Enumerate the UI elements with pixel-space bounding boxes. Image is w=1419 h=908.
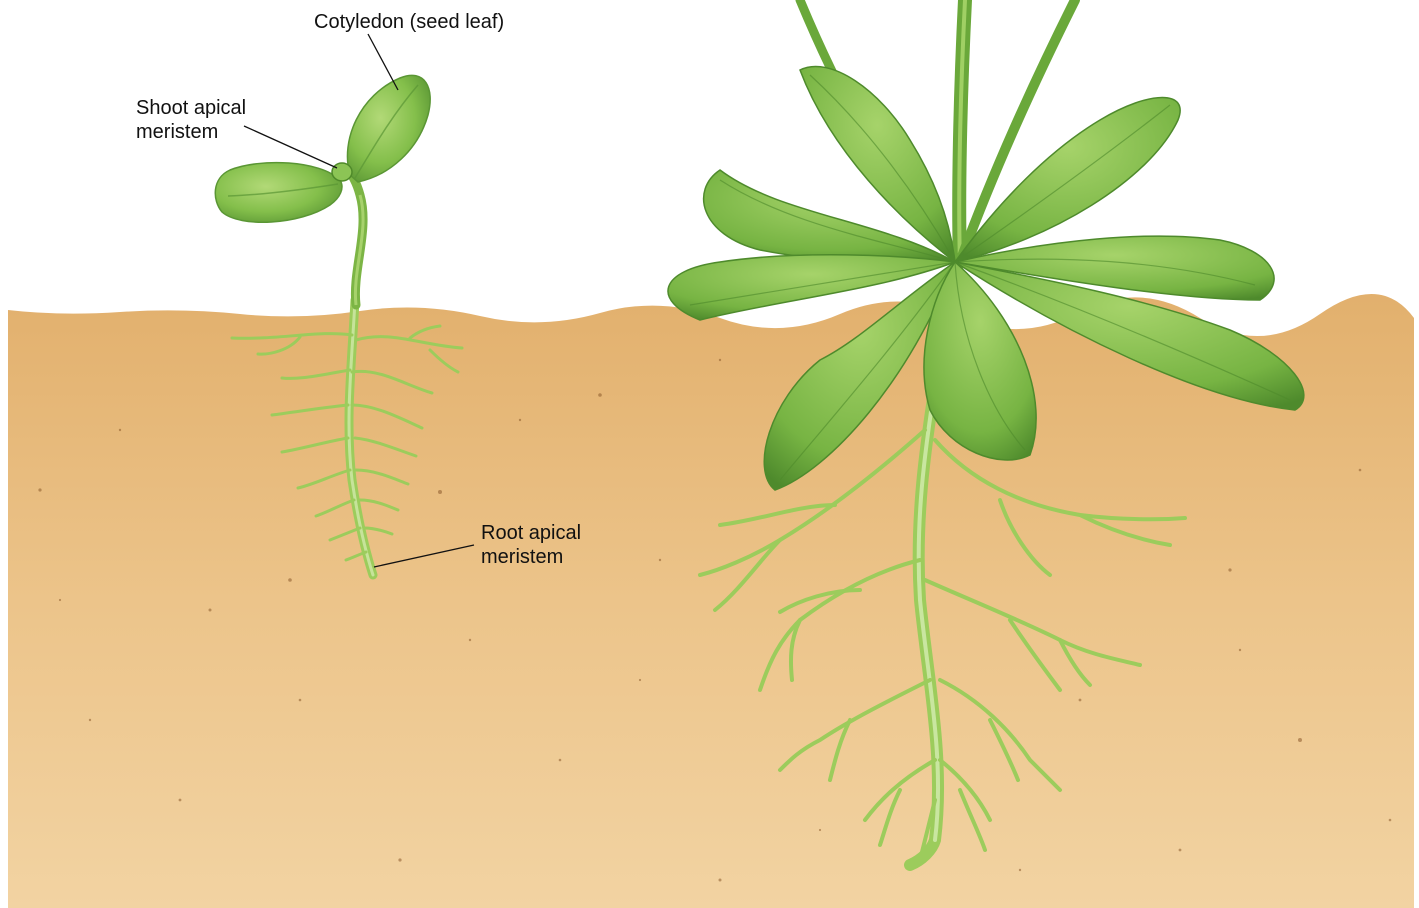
root-apical-meristem-label-line2: meristem [481, 545, 581, 569]
cotyledon-label: Cotyledon (seed leaf) [314, 10, 504, 34]
root-apical-meristem-label: Root apical meristem [481, 521, 581, 569]
shoot-apical-meristem-leader-line [244, 126, 337, 168]
cotyledon-right [347, 75, 430, 182]
root-apical-meristem-label-line1: Root apical [481, 521, 581, 545]
shoot-apex [332, 163, 352, 181]
shoot-apical-meristem-label-line1: Shoot apical [136, 96, 246, 120]
cotyledon-leader-line [368, 34, 398, 90]
shoot-apical-meristem-label: Shoot apical meristem [136, 96, 246, 144]
shoot-apical-meristem-label-line2: meristem [136, 120, 246, 144]
